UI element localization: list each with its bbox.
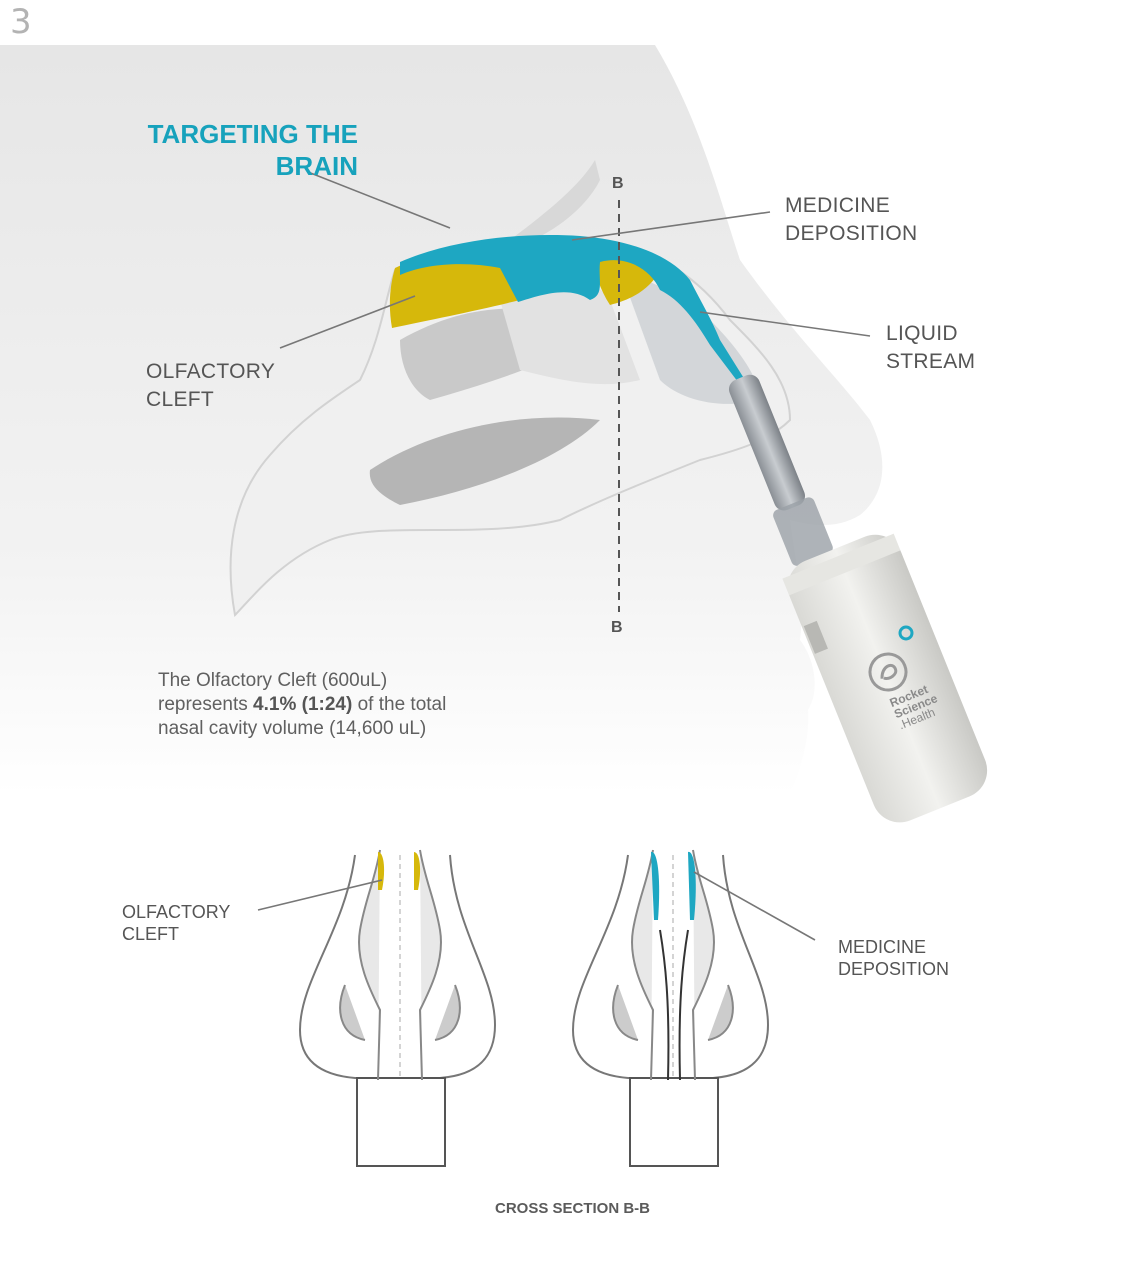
middle-turbinate [369, 417, 600, 505]
cross-section-left-olfactory-right [414, 852, 421, 890]
page-number: 3 [10, 2, 32, 42]
leader-liquid-stream [699, 311, 871, 337]
cross-section-left [298, 849, 497, 1167]
title-line-1: TARGETING THE [147, 119, 358, 149]
airway-channel [620, 270, 760, 404]
section-marker-top: B [612, 175, 624, 192]
label-liquid-stream-line2: STREAM [886, 350, 976, 373]
title-line-2: BRAIN [275, 151, 358, 181]
label-liquid-stream: LIQUID STREAM [886, 320, 975, 376]
note-line-3: nasal cavity volume (14,600 uL) [158, 718, 427, 739]
olfactory-cleft-region [389, 259, 520, 328]
note-line-2-post: of the total [352, 694, 447, 715]
leader-olfactory-cleft [279, 295, 416, 349]
leader-targeting-brain [307, 171, 451, 229]
note-line-2-bold: 4.1% (1:24) [253, 694, 353, 715]
cross-label-olfactory-cleft: OLFACTORY CLEFT [122, 901, 230, 945]
section-title: TARGETING THE BRAIN [143, 118, 358, 182]
label-olfactory-cleft-line1: OLFACTORY [146, 360, 276, 383]
label-medicine-deposition-line2: DEPOSITION [785, 222, 918, 245]
note-line-1: The Olfactory Cleft (600uL) [158, 670, 388, 691]
leader-medicine-deposition [571, 211, 771, 241]
cross-label-medicine-line1: MEDICINE [838, 937, 927, 957]
cross-section-right [571, 849, 770, 1167]
note-line-2: represents 4.1% (1:24) of the total [158, 693, 488, 717]
label-olfactory-cleft-line2: CLEFT [146, 388, 215, 411]
section-marker-bottom: B [611, 619, 623, 636]
label-medicine-deposition-line1: MEDICINE [785, 194, 891, 217]
leader-cross-olfactory [257, 879, 383, 911]
label-medicine-deposition: MEDICINE DEPOSITION [785, 192, 918, 248]
olfactory-volume-note: The Olfactory Cleft (600uL) represents 4… [158, 669, 488, 741]
cross-section-left-olfactory-left [378, 852, 385, 890]
cross-label-olfactory-line1: OLFACTORY [122, 902, 231, 922]
spray-device-tip [728, 374, 833, 566]
medicine-deposition-region [400, 235, 745, 382]
label-olfactory-cleft: OLFACTORY CLEFT [146, 358, 275, 414]
cross-section-right-deposition-left [651, 851, 660, 920]
inner-shelf [500, 277, 640, 385]
cross-label-medicine-deposition: MEDICINE DEPOSITION [838, 936, 949, 980]
cross-label-medicine-line2: DEPOSITION [838, 959, 950, 979]
label-liquid-stream-line1: LIQUID [886, 322, 958, 345]
note-line-2-pre: represents [158, 694, 254, 715]
cross-label-olfactory-line2: CLEFT [122, 924, 180, 944]
rocket-science-logo-icon [868, 652, 908, 692]
device-indicator-light [898, 625, 914, 641]
leader-cross-medicine [693, 871, 816, 941]
cross-section-right-deposition-right [688, 851, 696, 920]
cross-section-caption: CROSS SECTION B-B [495, 1200, 651, 1217]
nose-bridge-fold [510, 160, 600, 245]
